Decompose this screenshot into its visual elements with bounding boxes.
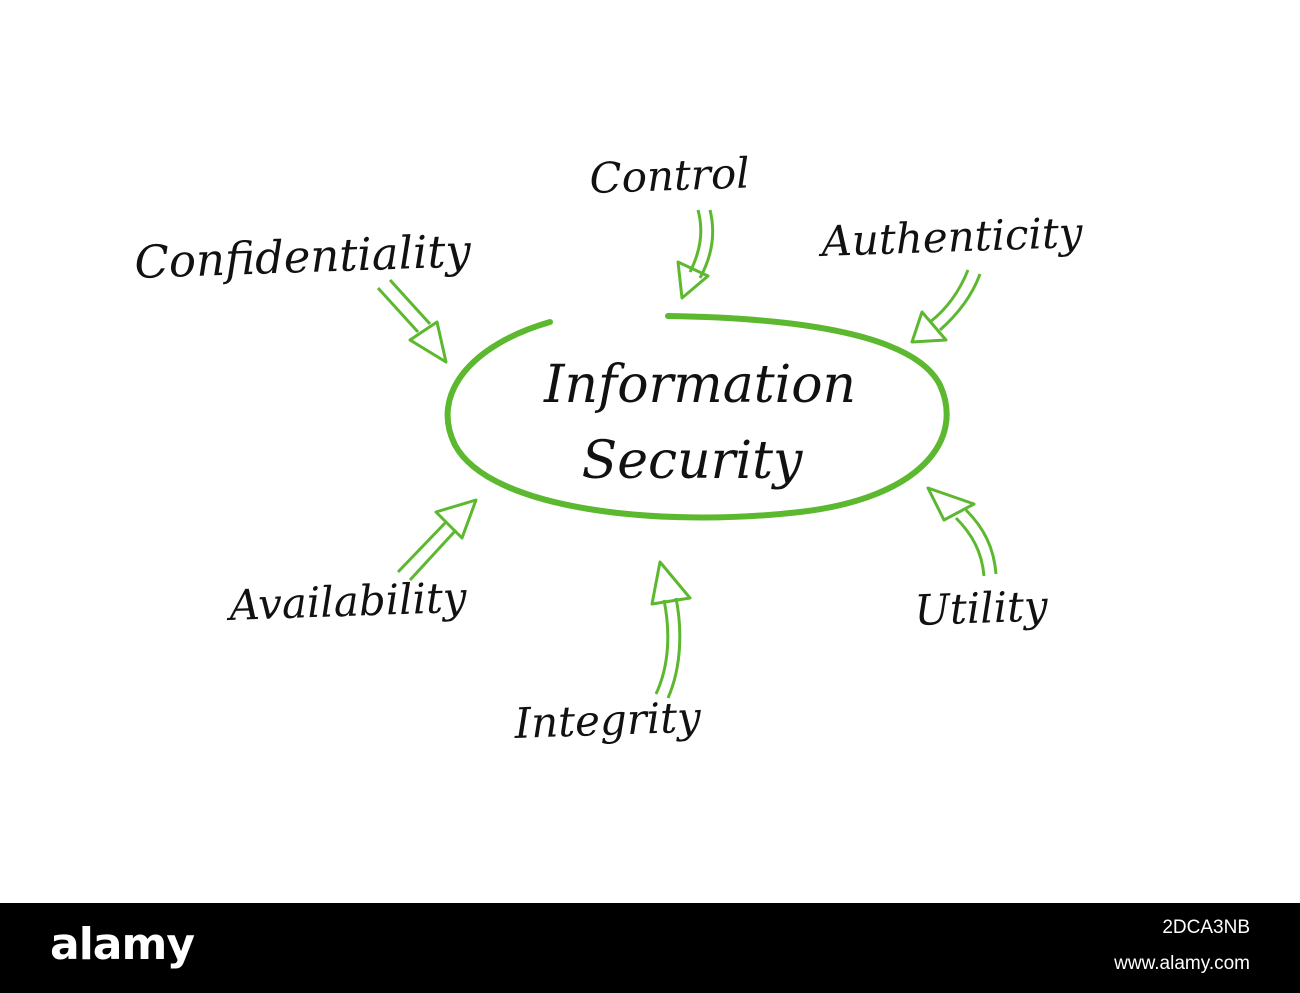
node-confidentiality: Confidentiality	[134, 224, 473, 289]
center-ellipse	[444, 313, 950, 521]
image-id-text: 2DCA3NB	[1162, 917, 1250, 938]
node-control: Control	[589, 148, 751, 203]
center-title-line1: Information	[543, 355, 856, 415]
node-availability: Availability	[225, 573, 469, 630]
center-title-line2: Security	[582, 431, 803, 491]
watermark-url-text: www.alamy.com	[1114, 953, 1250, 974]
arrow-utility	[926, 486, 998, 577]
node-integrity: Integrity	[513, 692, 703, 748]
node-utility: Utility	[914, 581, 1050, 635]
arrow-authenticity	[910, 269, 982, 344]
arrow-availability	[396, 498, 478, 582]
information-security-diagram: Information Security Confidentiality Con…	[134, 148, 1085, 748]
node-authenticity: Authenticity	[817, 208, 1085, 266]
arrow-confidentiality	[376, 278, 448, 364]
arrow-integrity	[650, 560, 692, 699]
alamy-logo: alamy	[50, 919, 195, 970]
arrow-control	[676, 209, 715, 300]
watermark-bar: alamy 2DCA3NB www.alamy.com	[0, 903, 1300, 993]
